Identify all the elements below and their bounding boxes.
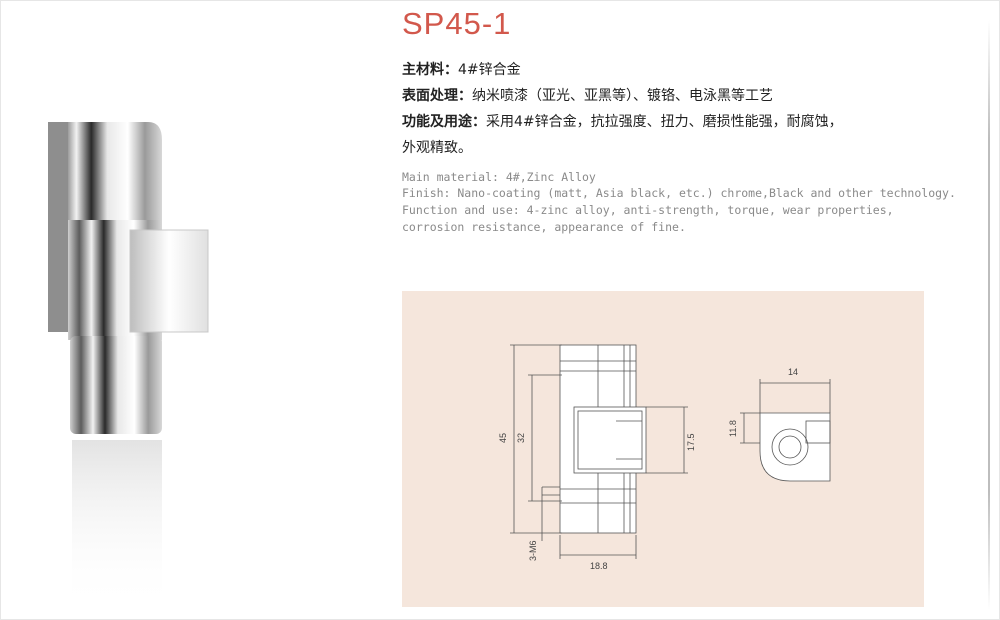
dim-11-8: 11.8	[728, 420, 738, 437]
dim-17-5: 17.5	[686, 433, 696, 451]
finish-label: 表面处理：	[402, 88, 472, 104]
dim-14: 14	[788, 367, 798, 377]
english-function: Function and use: 4-zinc alloy, anti-str…	[402, 203, 894, 217]
english-material: Main material: 4#,Zinc Alloy	[402, 170, 596, 184]
material-value: 4#锌合金	[458, 62, 521, 78]
technical-drawing: 45 32 17.5 18.8 3-M6 14 11.8	[498, 344, 831, 571]
dim-32: 32	[516, 433, 526, 443]
dim-45: 45	[498, 433, 508, 443]
function-line: 功能及用途：采用4#锌合金，抗拉强度、扭力、磨损性能强，耐腐蚀，	[402, 111, 843, 131]
function-label: 功能及用途：	[402, 114, 486, 130]
function-value: 采用4#锌合金，抗拉强度、扭力、磨损性能强，耐腐蚀，	[486, 114, 843, 130]
dim-18-8: 18.8	[590, 561, 608, 571]
finish-value: 纳米喷漆（亚光、亚黑等）、镀铬、电泳黑等工艺	[472, 88, 773, 104]
english-function-cont: corrosion resistance, appearance of fine…	[402, 220, 686, 234]
finish-line: 表面处理：纳米喷漆（亚光、亚黑等）、镀铬、电泳黑等工艺	[402, 85, 773, 105]
dim-3-m6: 3-M6	[528, 540, 538, 561]
product-title: SP45-1	[402, 6, 512, 41]
material-label: 主材料：	[402, 62, 458, 78]
technical-drawing-panel: 45 32 17.5 18.8 3-M6 14 11.8	[402, 291, 924, 607]
english-finish: Finish: Nano-coating (matt, Asia black, …	[402, 186, 956, 200]
product-photo	[48, 122, 209, 610]
material-line: 主材料：4#锌合金	[402, 59, 521, 79]
function-line-continued: 外观精致。	[402, 140, 472, 156]
decorative-edge-line	[988, 20, 990, 610]
